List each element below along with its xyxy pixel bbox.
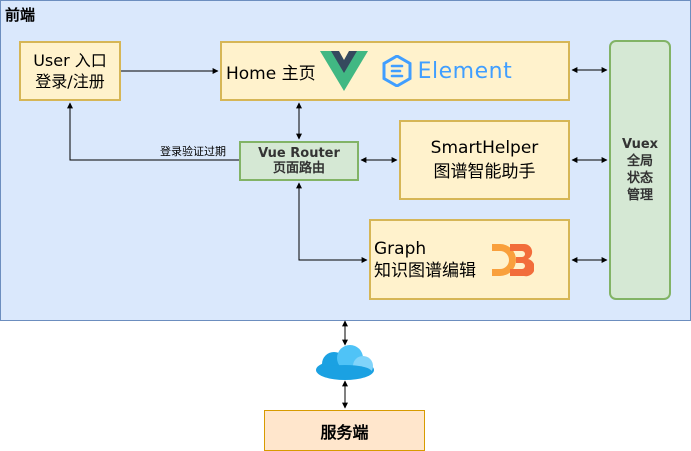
vuex-line-manage: 管理 — [626, 188, 653, 203]
graph-text: Graph 知识图谱编辑 — [374, 238, 476, 282]
router-subtitle: 页面路由 — [272, 161, 325, 176]
server-label: 服务端 — [320, 422, 369, 442]
vue-router-node: Vue Router 页面路由 — [239, 141, 359, 181]
cloud-icon — [316, 345, 374, 380]
vuex-line-global: 全局 — [626, 154, 653, 169]
graph-subtitle: 知识图谱编辑 — [374, 260, 476, 281]
user-entry-node: User 入口 登录/注册 — [19, 41, 121, 101]
user-entry-title: User 入口 — [33, 51, 107, 70]
element-logo — [382, 55, 412, 87]
vuex-title: Vuex — [621, 137, 659, 152]
frontend-title: 前端 — [5, 6, 36, 24]
d3-logo — [492, 243, 534, 276]
graph-title: Graph — [374, 238, 427, 259]
edge-router-graph — [296, 182, 368, 263]
edge-router-user — [67, 102, 239, 161]
router-title: Vue Router — [258, 146, 340, 161]
element-logo-text: Element — [417, 58, 513, 84]
smart-helper-subtitle: 图谱智能助手 — [433, 162, 536, 182]
server-node: 服务端 — [264, 410, 425, 451]
smart-helper-title: SmartHelper — [430, 138, 539, 158]
user-entry-subtitle: 登录/注册 — [35, 72, 105, 91]
smart-helper-node: SmartHelper 图谱智能助手 — [399, 120, 570, 200]
login-expired-label: 登录验证过期 — [160, 143, 226, 159]
vuex-store-node: Vuex 全局 状态 管理 — [609, 40, 671, 300]
vuex-line-state: 状态 — [626, 171, 653, 186]
vue-logo — [319, 51, 368, 91]
home-node: Home 主页 Element — [220, 41, 570, 101]
home-label: Home 主页 — [226, 63, 316, 84]
graph-node: Graph 知识图谱编辑 — [369, 219, 570, 300]
